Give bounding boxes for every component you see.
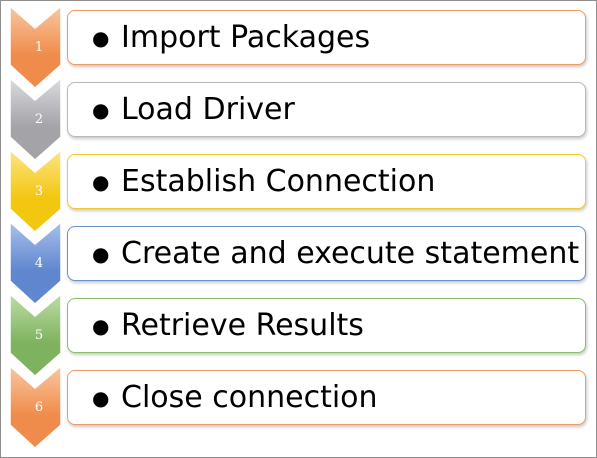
step-label-3: Establish Connection	[121, 164, 436, 199]
step-number-5: 5	[34, 328, 44, 343]
bullet-icon: ●	[92, 241, 110, 266]
step-box-4: ● Create and execute statement	[67, 226, 586, 281]
bullet-icon: ●	[92, 25, 110, 50]
step-label-5: Retrieve Results	[121, 308, 364, 343]
step-number-3: 3	[34, 184, 44, 199]
step-box-6: ● Close connection	[67, 370, 586, 425]
step-number-2: 2	[34, 112, 44, 127]
step-number-4: 4	[34, 256, 44, 271]
chevron-4	[9, 221, 62, 305]
step-box-1: ● Import Packages	[67, 10, 586, 65]
step-label-1: Import Packages	[121, 20, 371, 55]
bullet-icon: ●	[92, 313, 110, 338]
step-box-3: ● Establish Connection	[67, 154, 586, 209]
step-number-6: 6	[34, 400, 44, 415]
chevron-5	[9, 293, 62, 377]
bullet-icon: ●	[92, 97, 110, 122]
step-label-6: Close connection	[121, 380, 378, 415]
bullet-icon: ●	[92, 169, 110, 194]
step-label-4: Create and execute statement	[121, 236, 580, 271]
step-box-5: ● Retrieve Results	[67, 298, 586, 353]
step-box-2: ● Load Driver	[67, 82, 586, 137]
chevron-6	[9, 365, 62, 449]
chevron-3	[9, 149, 62, 233]
chevron-2	[9, 77, 62, 161]
bullet-icon: ●	[92, 385, 110, 410]
step-number-1: 1	[34, 40, 44, 55]
chevron-1	[9, 5, 62, 89]
step-label-2: Load Driver	[121, 92, 295, 127]
